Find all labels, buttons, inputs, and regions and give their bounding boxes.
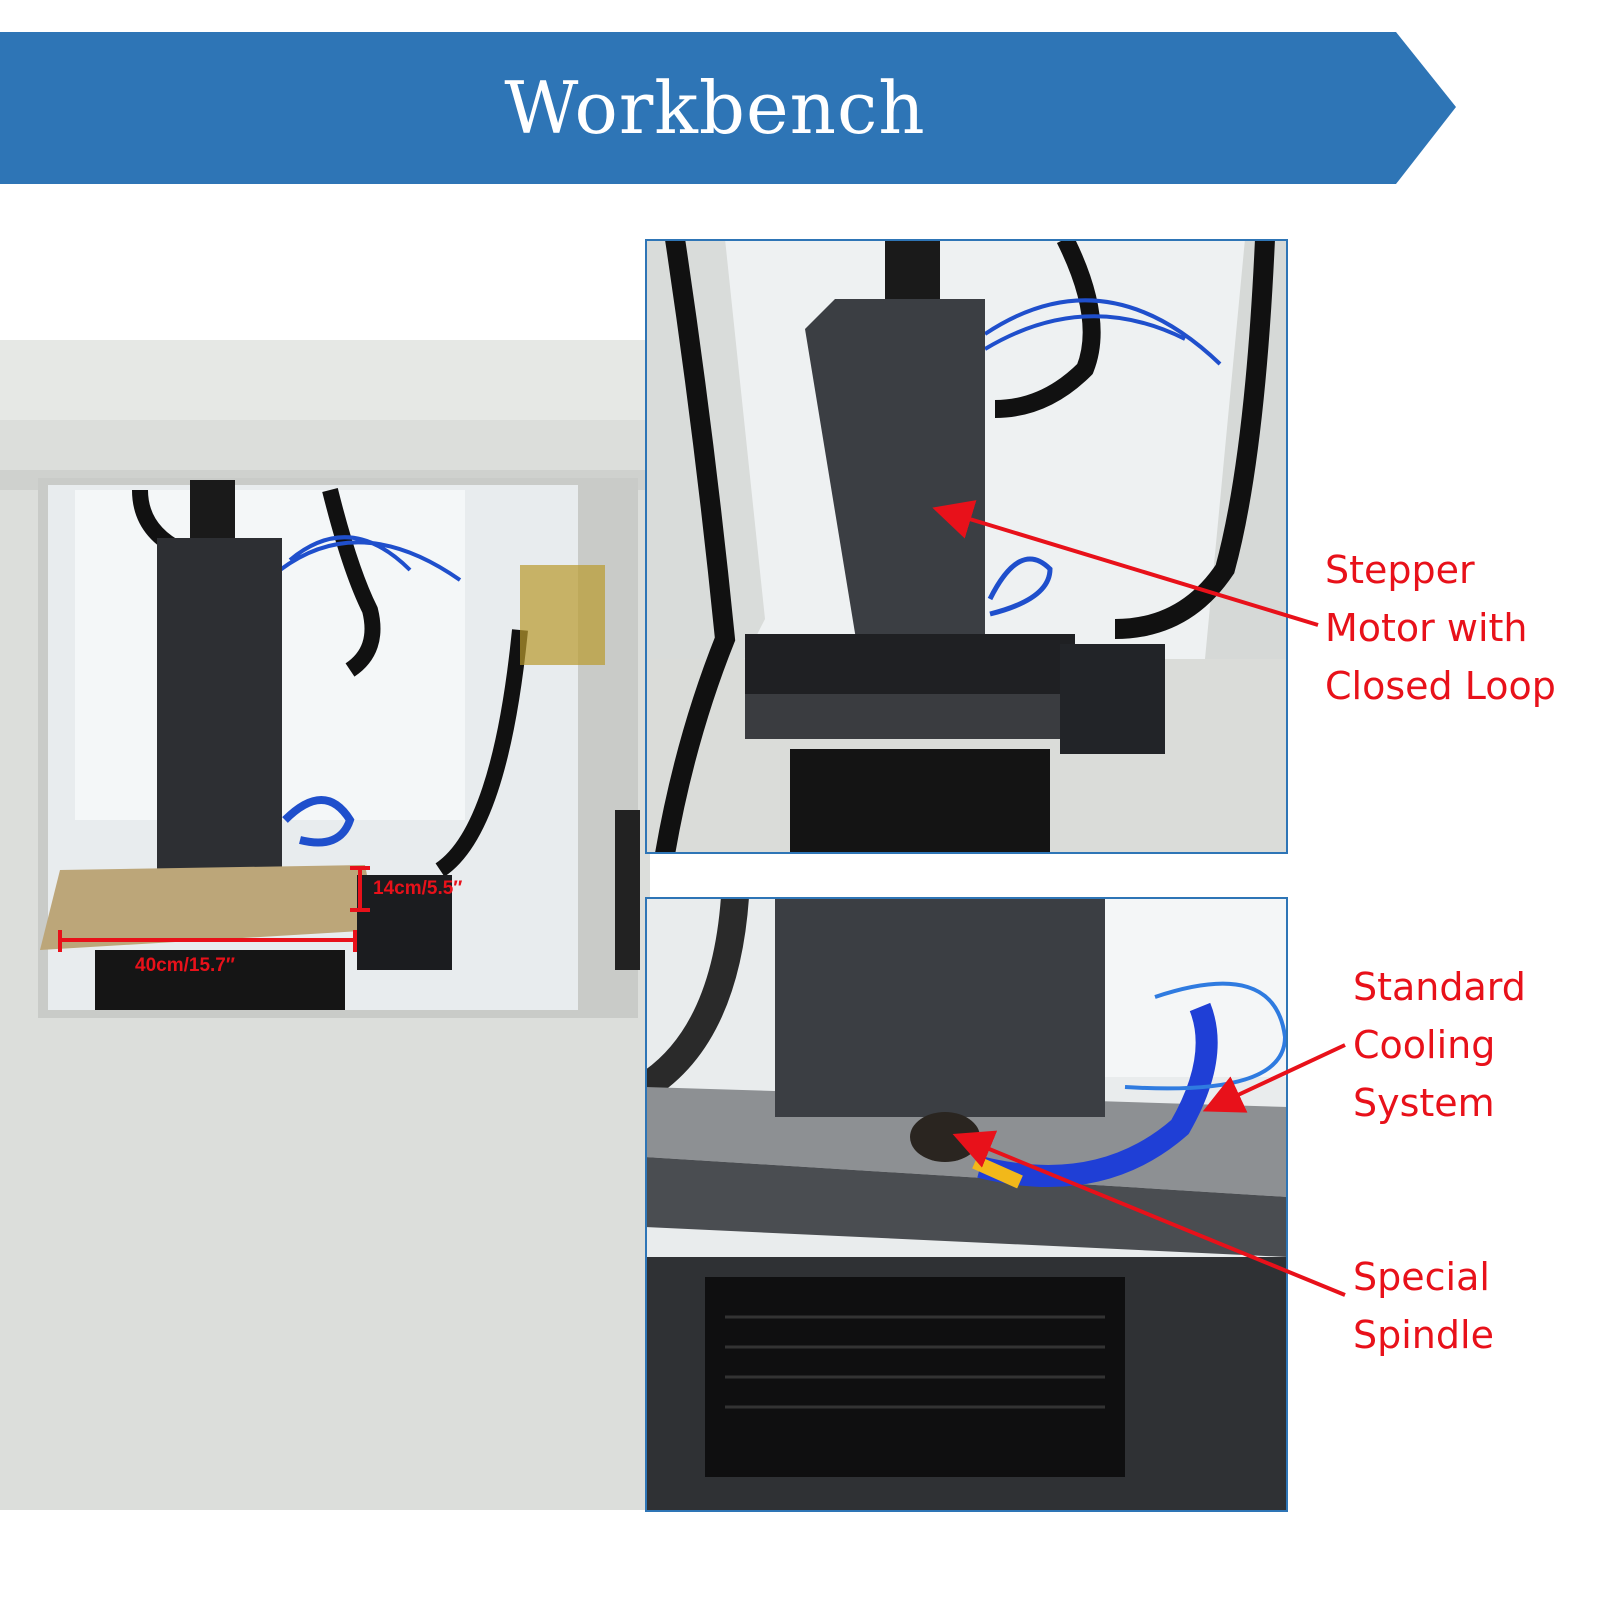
callout-cooling-system: Standard Cooling System	[1353, 965, 1526, 1125]
spindle-arrow	[952, 1130, 1346, 1297]
table-width-label: 40cm/15.7″	[135, 955, 235, 976]
table-height-label: 14cm/5.5″	[373, 878, 463, 899]
header-banner	[0, 32, 1456, 184]
callout-special-spindle: Special Spindle	[1353, 1255, 1494, 1357]
callout-stepper-motor: Stepper Motor with Closed Loop	[1325, 548, 1556, 708]
page-title: Workbench	[504, 66, 926, 150]
stepper-motor-photo	[645, 239, 1288, 854]
cooling-arrow	[1202, 1043, 1346, 1113]
machine-overview-photo	[0, 340, 650, 1510]
stepper-arrow	[932, 500, 1319, 627]
